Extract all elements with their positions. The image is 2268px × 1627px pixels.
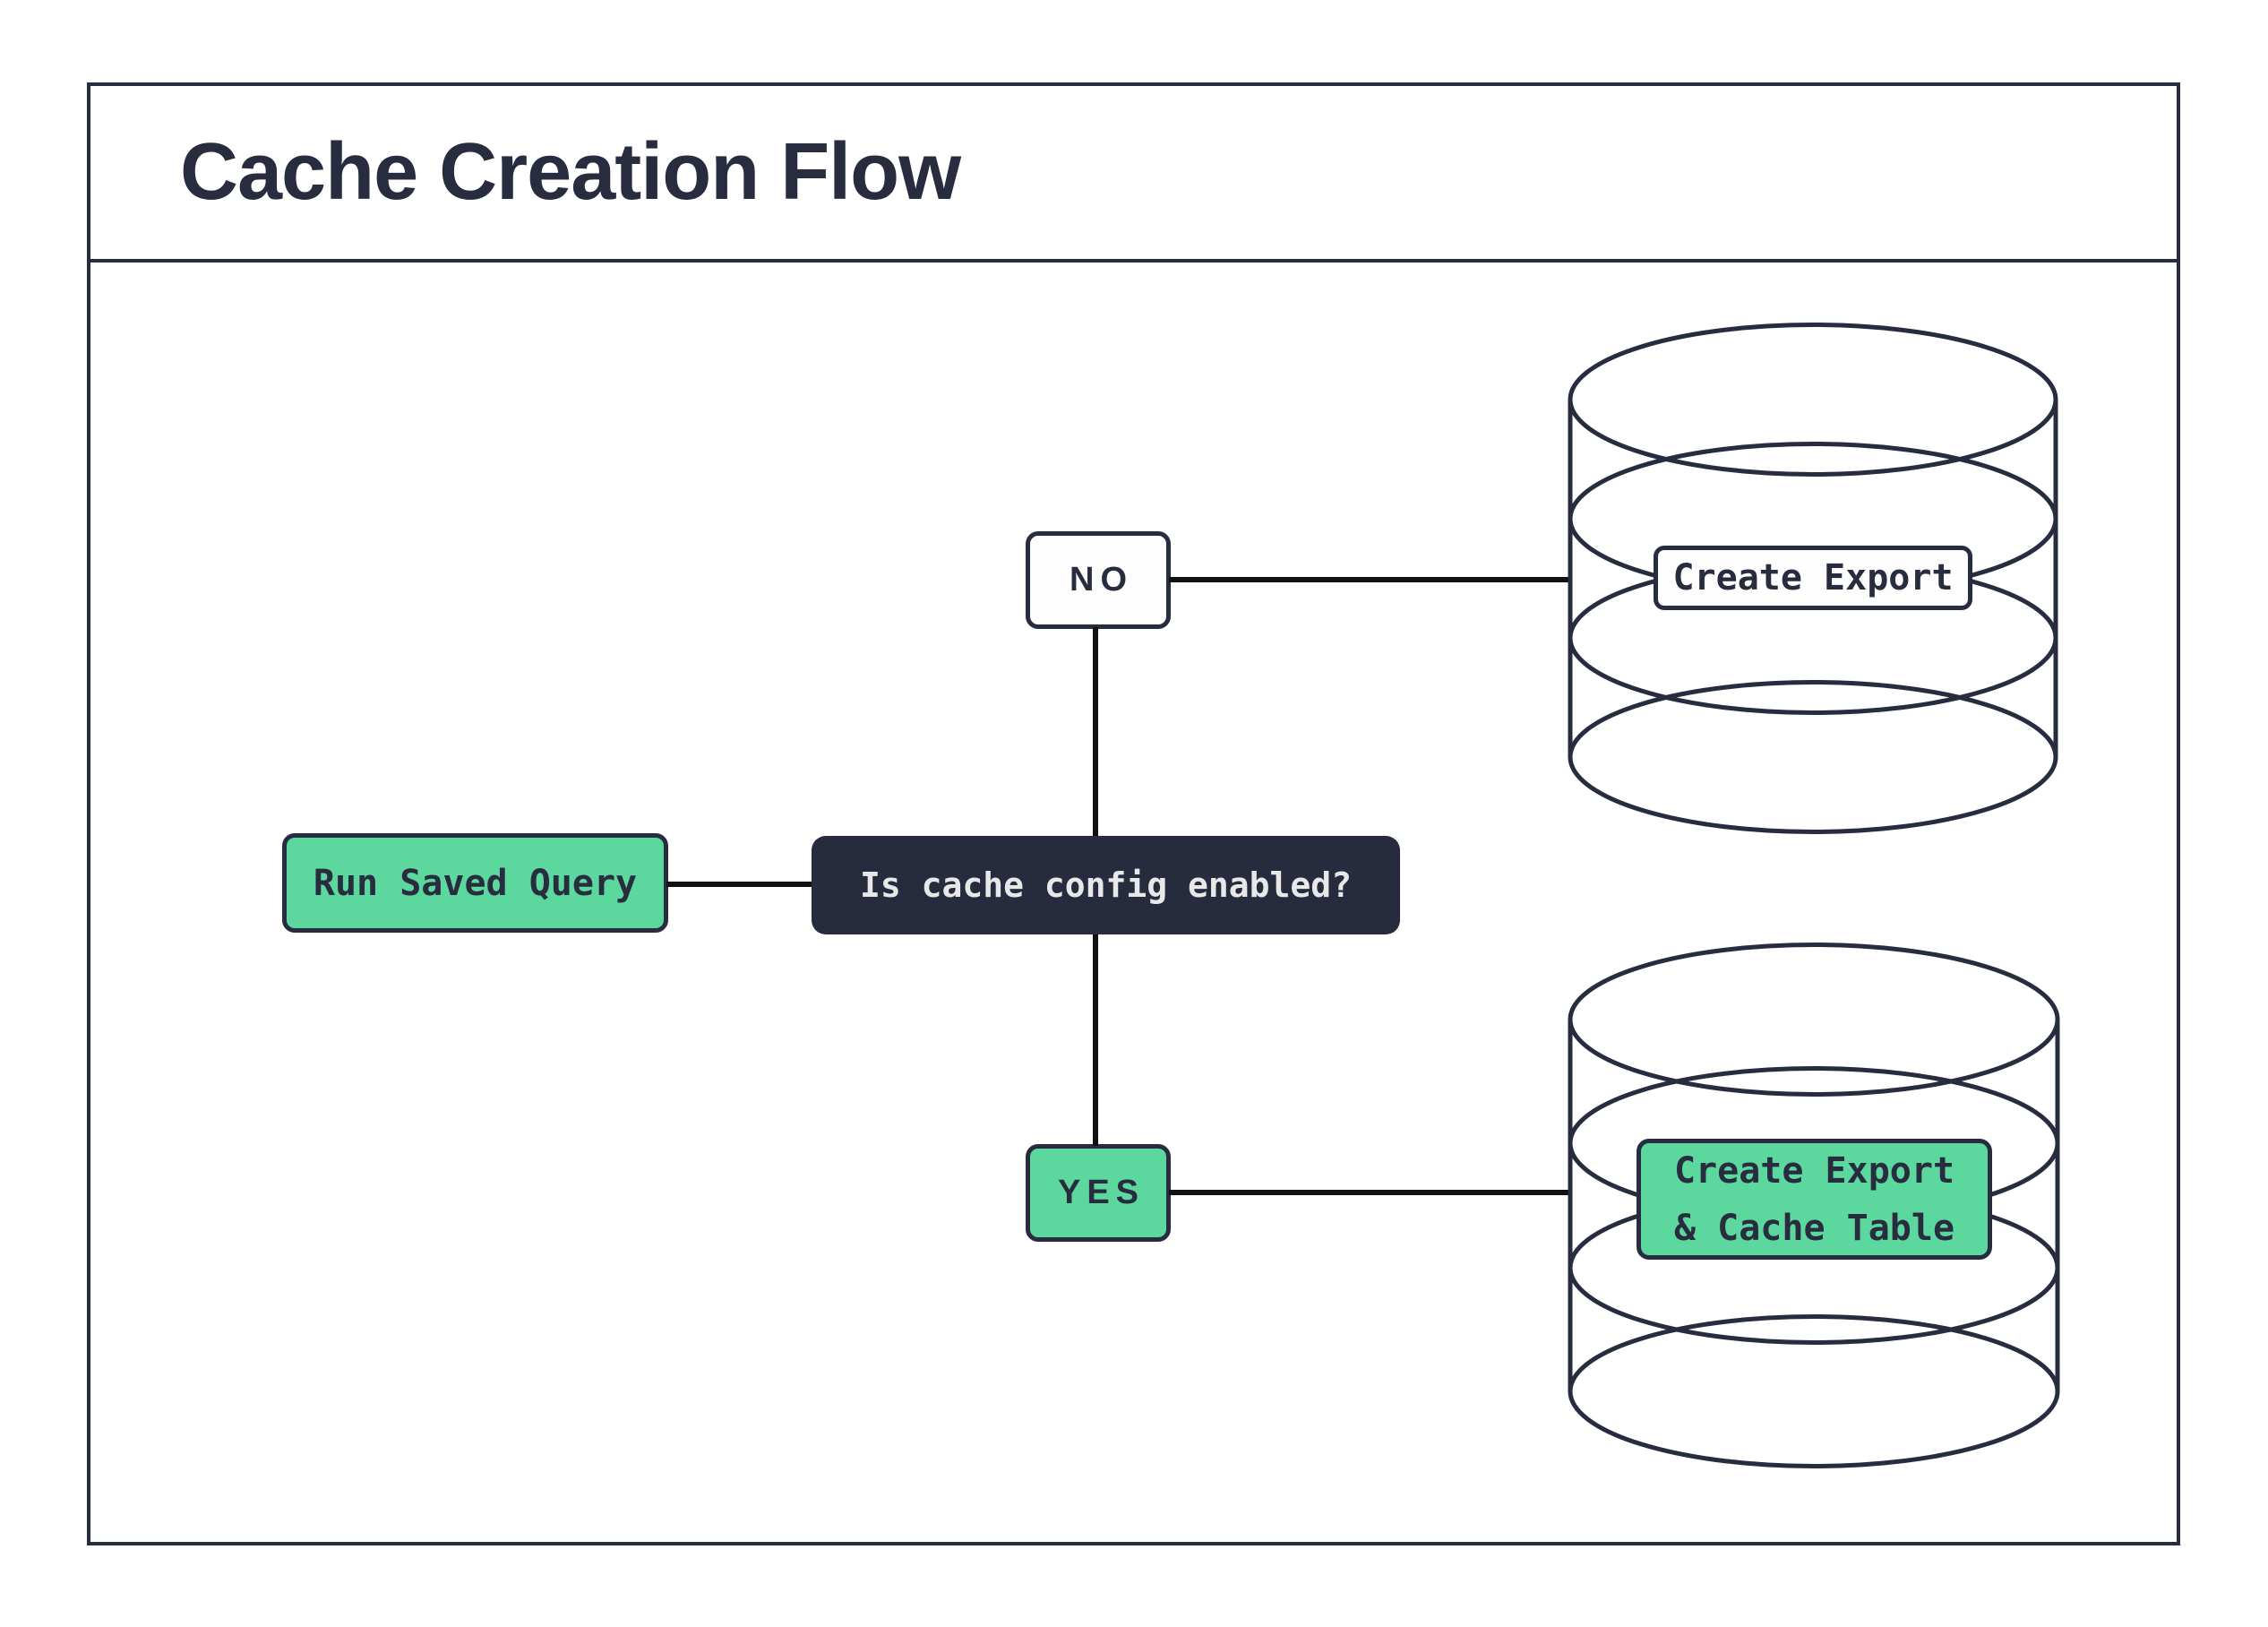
branch-node-no: NO: [1026, 531, 1171, 629]
yes-branch-label: YES: [1057, 1174, 1146, 1211]
diagram-header: Cache Creation Flow: [90, 86, 2177, 263]
branch-node-yes: YES: [1026, 1144, 1171, 1242]
database-icon-export-cache: [1568, 943, 2060, 1468]
connector-start-to-decision: [666, 882, 812, 887]
connector-yes-to-database: [1169, 1190, 1570, 1195]
decision-node-cache-config: Is cache config enabled?: [812, 836, 1400, 934]
result-node-create-export: Create Export: [1654, 546, 1972, 610]
start-node-label: Run Saved Query: [313, 862, 638, 904]
start-node-run-saved-query: Run Saved Query: [282, 833, 668, 933]
create-export-cache-line2: & Cache Table: [1673, 1207, 1955, 1249]
connector-no-to-database: [1169, 577, 1570, 582]
page-title: Cache Creation Flow: [180, 127, 961, 217]
create-export-cache-line1: Create Export: [1673, 1149, 1955, 1192]
no-branch-label: NO: [1070, 561, 1133, 598]
connector-decision-to-yes: [1093, 934, 1098, 1146]
connector-decision-to-no: [1093, 627, 1098, 836]
result-node-create-export-cache-table: Create Export & Cache Table: [1637, 1139, 1992, 1260]
create-export-label: Create Export: [1672, 557, 1954, 598]
decision-node-label: Is cache config enabled?: [859, 865, 1353, 905]
